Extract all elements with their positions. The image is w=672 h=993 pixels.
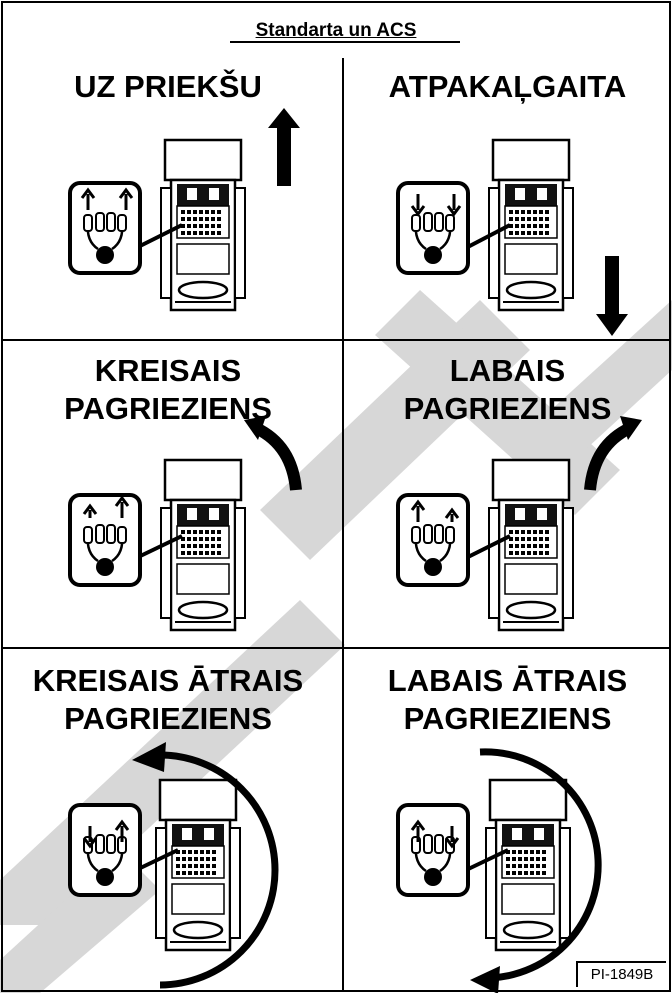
cell-title-line: KREISAIS bbox=[94, 353, 242, 388]
curved-arrow-cw-icon bbox=[470, 966, 500, 993]
forward-illustration bbox=[68, 108, 300, 312]
curved-arrow-right-icon bbox=[620, 416, 642, 440]
cell-title-forward: UZ PRIEKŠU bbox=[0, 68, 336, 106]
cell-title-line: PAGRIEZIENS bbox=[403, 701, 612, 736]
curved-arrow-ccw-icon bbox=[132, 742, 166, 772]
cell-title-left-fast-turn: KREISAIS ĀTRAIS PAGRIEZIENS bbox=[0, 662, 336, 738]
cell-title-right-fast-turn: LABAIS ĀTRAIS PAGRIEZIENS bbox=[343, 662, 672, 738]
right-fast-turn-illustration bbox=[396, 748, 602, 993]
arrow-down-icon bbox=[596, 256, 628, 336]
cell-title-line: UZ PRIEKŠU bbox=[74, 69, 262, 104]
cell-title-left-turn: KREISAIS PAGRIEZIENS bbox=[0, 352, 336, 428]
cell-title-line: PAGRIEZIENS bbox=[64, 701, 272, 736]
cell-title-line: KREISAIS ĀTRAIS bbox=[32, 663, 304, 698]
cell-title-right-turn: LABAIS PAGRIEZIENS bbox=[343, 352, 672, 428]
cell-title-line: LABAIS bbox=[449, 353, 566, 388]
right-turn-illustration bbox=[396, 416, 642, 632]
cell-title-reverse: ATPAKAĻGAITA bbox=[343, 68, 672, 106]
cell-title-line: LABAIS ĀTRAIS bbox=[387, 663, 628, 698]
figure-id-label: PI-1849B bbox=[576, 961, 666, 987]
left-turn-illustration bbox=[68, 416, 302, 632]
left-fast-turn-illustration bbox=[68, 742, 279, 989]
arrow-up-icon bbox=[268, 108, 300, 186]
cell-title-line: PAGRIEZIENS bbox=[403, 391, 612, 426]
reverse-illustration bbox=[396, 138, 628, 336]
cell-title-line: PAGRIEZIENS bbox=[64, 391, 272, 426]
cell-title-line: ATPAKAĻGAITA bbox=[388, 69, 627, 104]
curved-arrow-left-icon bbox=[244, 416, 266, 440]
header-title: Standarta un ACS bbox=[255, 20, 417, 41]
